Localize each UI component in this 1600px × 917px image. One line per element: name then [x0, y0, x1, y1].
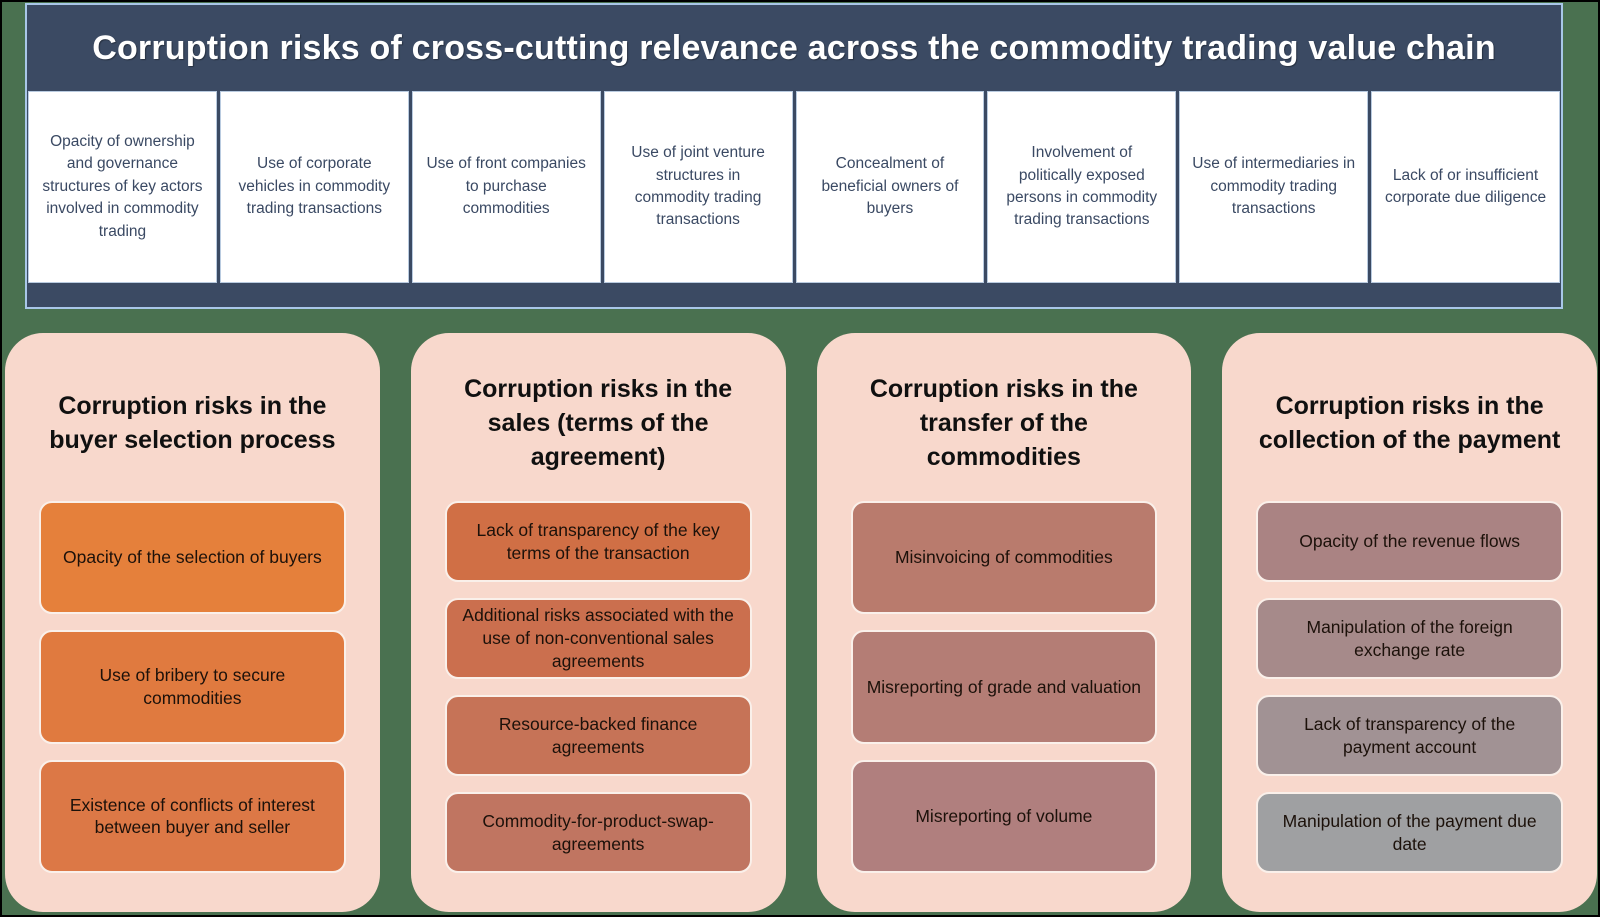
risk-box: Lack of transparency of the key terms of…	[444, 501, 752, 582]
card-payment-collection: Corruption risks in the collection of th…	[1222, 333, 1597, 912]
risk-box: Opacity of the revenue flows	[1256, 501, 1563, 582]
risk-box: Misreporting of grade and valuation	[850, 630, 1158, 744]
cards-row: Corruption risks in the buyer selection …	[5, 333, 1597, 912]
card-title: Corruption risks in the collection of th…	[1258, 392, 1561, 454]
card-boxes: Opacity of the revenue flows Manipulatio…	[1256, 501, 1563, 873]
cross-cutting-risk-cell: Concealment of beneficial owners of buye…	[795, 91, 985, 283]
card-boxes: Misinvoicing of commodities Misreporting…	[850, 501, 1158, 873]
risk-box: Manipulation of the foreign exchange rat…	[1256, 598, 1563, 679]
cross-cutting-risk-cell: Lack of or insufficient corporate due di…	[1371, 91, 1560, 283]
risk-box: Additional risks associated with the use…	[444, 598, 752, 679]
header-block: Corruption risks of cross-cutting releva…	[25, 3, 1563, 309]
cross-cutting-risk-cell: Opacity of ownership and governance stru…	[28, 91, 217, 283]
card-buyer-selection: Corruption risks in the buyer selection …	[5, 333, 380, 912]
cross-cutting-risk-cell: Use of front companies to purchase commo…	[411, 91, 601, 283]
cross-cutting-risks-row: Opacity of ownership and governance stru…	[28, 91, 1560, 283]
risk-box: Manipulation of the payment due date	[1256, 792, 1563, 873]
risk-box: Misinvoicing of commodities	[850, 501, 1158, 615]
page-title: Corruption risks of cross-cutting releva…	[92, 28, 1496, 67]
card-title: Corruption risks in the transfer of the …	[869, 375, 1138, 471]
risk-box: Use of bribery to secure commodities	[39, 630, 346, 744]
risk-box: Misreporting of volume	[850, 759, 1158, 873]
risk-box: Lack of transparency of the payment acco…	[1256, 695, 1563, 776]
cross-cutting-risk-cell: Use of joint venture structures in commo…	[603, 91, 793, 283]
card-boxes: Lack of transparency of the key terms of…	[444, 501, 752, 873]
risk-box: Existence of conflicts of interest betwe…	[39, 759, 346, 873]
cross-cutting-risk-cell: Involvement of politically exposed perso…	[987, 91, 1177, 283]
card-boxes: Opacity of the selection of buyers Use o…	[39, 501, 346, 873]
risk-box: Opacity of the selection of buyers	[39, 501, 346, 615]
card-title: Corruption risks in the buyer selection …	[49, 392, 336, 454]
risk-box: Commodity-for-product-swap-agreements	[444, 792, 752, 873]
card-title: Corruption risks in the sales (terms of …	[464, 375, 733, 471]
card-transfer-commodities: Corruption risks in the transfer of the …	[816, 333, 1192, 912]
cross-cutting-risk-cell: Use of corporate vehicles in commodity t…	[219, 91, 409, 283]
risk-box: Resource-backed finance agreements	[444, 695, 752, 776]
cross-cutting-risk-cell: Use of intermediaries in commodity tradi…	[1179, 91, 1369, 283]
card-sales-terms: Corruption risks in the sales (terms of …	[410, 333, 786, 912]
